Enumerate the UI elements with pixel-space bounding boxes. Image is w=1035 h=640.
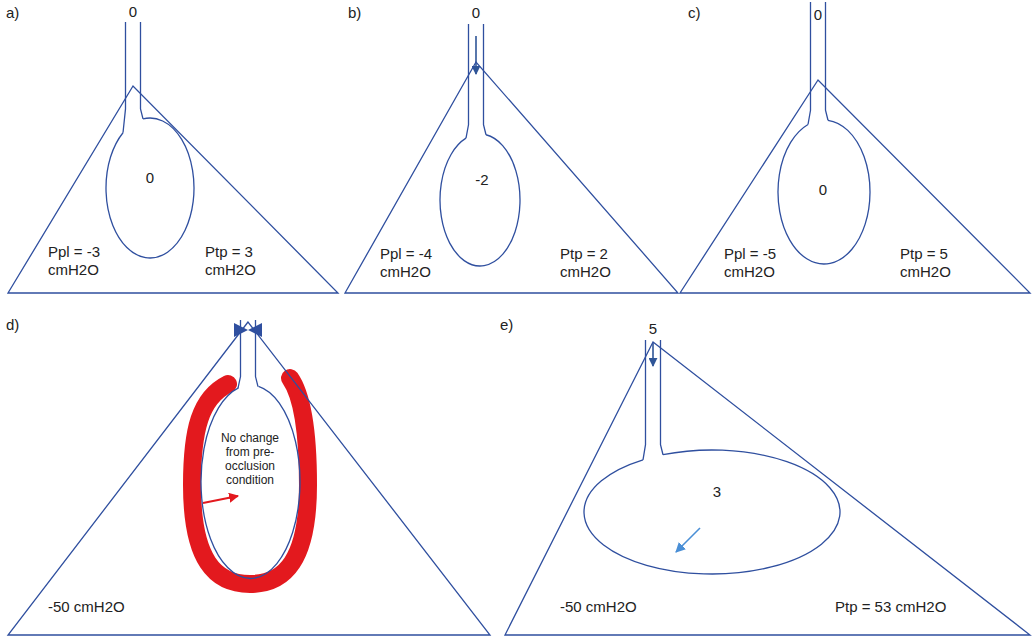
airway-tube <box>643 340 663 460</box>
chest-wall: -50 cmH2O No change from pre-occlusion co… <box>8 322 490 635</box>
panel-letter: e) <box>500 316 513 334</box>
airway-pressure: 0 <box>814 6 822 24</box>
chest-wall-outline <box>505 342 1030 635</box>
lung-wall <box>778 120 870 264</box>
lung-balloon: No change from pre-occlusion condition <box>201 385 300 578</box>
pressure-label: Ptp = 5 cmH2O <box>900 245 972 281</box>
alveolar-pressure: 3 <box>713 483 721 501</box>
airway-pressure: 5 <box>649 320 657 338</box>
pressure-label: Ptp = 3 cmH2O <box>205 243 277 279</box>
expansion-arrow <box>676 528 700 552</box>
airway-tube <box>123 22 143 133</box>
panel-letter: c) <box>688 4 701 22</box>
chest-wall-line <box>8 322 490 635</box>
pressure-label: Ptp = 53 cmH2O <box>835 598 946 616</box>
chest-wall: Ppl = -5 cmH2O Ptp = 5 cmH2O 0 <box>680 80 1030 293</box>
inflow-arrow <box>475 36 477 74</box>
chest-wall: Ppl = -3 cmH2O Ptp = 3 cmH2O 0 <box>8 86 338 293</box>
alveolar-pressure: -2 <box>475 171 488 189</box>
lung-outline <box>440 134 520 266</box>
panel-letter: d) <box>6 316 19 334</box>
chest-wall-line <box>680 80 1030 293</box>
alveolar-pressure: 0 <box>146 169 154 187</box>
lung-balloon: -2 <box>440 134 520 266</box>
airway-pressure: 0 <box>129 3 137 21</box>
panel-letter: b) <box>348 4 361 22</box>
chest-wall-line <box>8 86 338 293</box>
lung-balloon: 0 <box>106 118 194 258</box>
lung-wall <box>440 135 520 266</box>
lung-outline <box>106 118 194 258</box>
airway-tube <box>466 24 486 138</box>
airway-tube <box>808 2 828 124</box>
pressure-label: Ppl = -4 cmH2O <box>380 245 452 281</box>
pressure-label: Ppl = -5 cmH2O <box>724 245 796 281</box>
pressure-label: Ppl = -3 cmH2O <box>48 243 120 279</box>
lung-outline <box>584 450 840 574</box>
lung-wall <box>584 450 840 574</box>
chest-wall: -50 cmH2O Ptp = 53 cmH2O 3 <box>505 342 1030 635</box>
alveolar-pressure: 0 <box>819 181 827 199</box>
force-arrow <box>203 496 238 503</box>
panel-letter: a) <box>6 4 19 22</box>
pressure-label: -50 cmH2O <box>560 598 637 616</box>
chest-wall: Ppl = -4 cmH2O Ptp = 2 cmH2O -2 <box>345 62 678 293</box>
pressure-label: Ptp = 2 cmH2O <box>560 245 632 281</box>
inflow-arrow <box>652 343 654 366</box>
lung-balloon: 3 <box>584 450 840 574</box>
alveolar-pressure: No change from pre-occlusion condition <box>214 432 286 487</box>
airway-pressure: 0 <box>472 4 480 22</box>
lung-wall <box>106 118 194 258</box>
chest-wall-line <box>345 62 678 293</box>
occlusion-band <box>192 378 308 584</box>
chest-wall-line <box>505 342 1030 635</box>
lung-wall <box>201 387 300 579</box>
pressure-label: -50 cmH2O <box>48 598 125 616</box>
lung-balloon: 0 <box>778 120 870 264</box>
